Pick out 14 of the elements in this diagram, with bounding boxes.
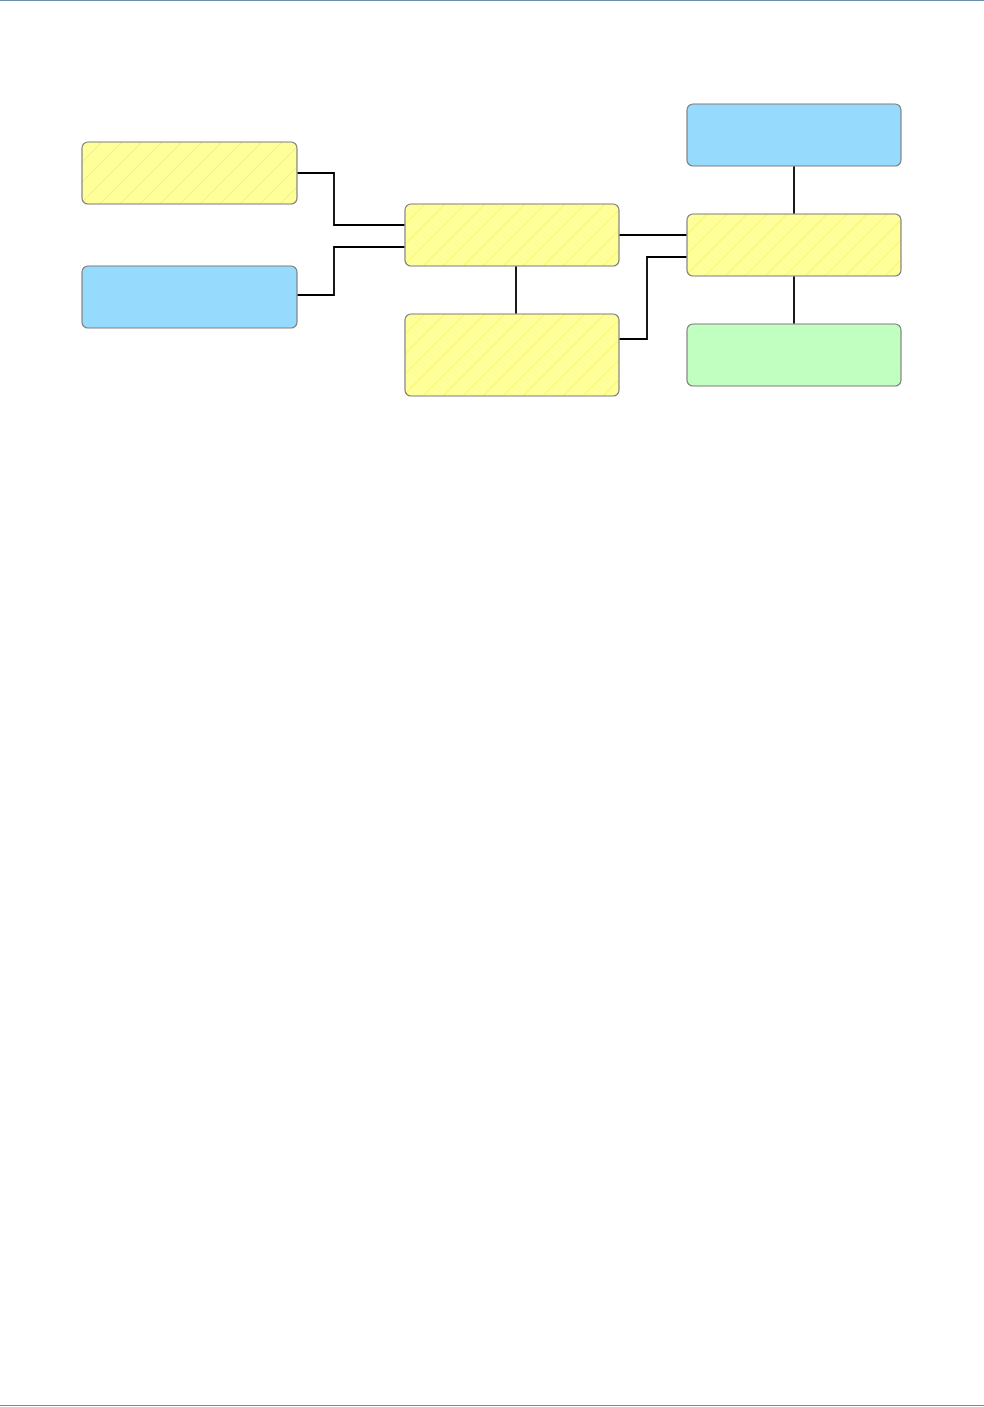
hatched-box <box>686 213 902 277</box>
hatched-box <box>404 203 620 267</box>
rounded-box <box>686 103 902 167</box>
hatched-box <box>404 313 620 397</box>
connector-line <box>515 265 517 315</box>
rounded-box <box>686 323 902 387</box>
connector-line <box>618 256 688 340</box>
connector-line <box>793 165 795 215</box>
connector-line <box>793 275 795 325</box>
hatched-box <box>81 141 298 205</box>
connector-line <box>296 172 406 226</box>
connector-line <box>618 234 688 236</box>
rounded-box <box>81 265 298 329</box>
connector-line <box>296 246 406 296</box>
